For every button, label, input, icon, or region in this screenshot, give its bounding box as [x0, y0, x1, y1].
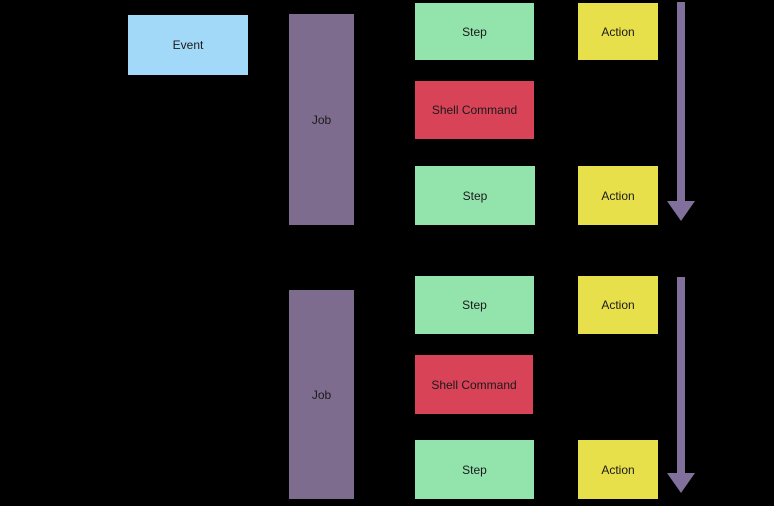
- shell-command-node-1: Shell Command: [415, 81, 534, 139]
- action-node-1-1: Action: [578, 3, 658, 60]
- shell-command-node-2: Shell Command: [415, 355, 533, 414]
- event-node: Event: [128, 15, 248, 75]
- job-node-1: Job: [289, 14, 354, 225]
- arrow-head: [667, 201, 695, 221]
- arrow-shaft: [677, 2, 685, 201]
- action-node-2-2: Action: [578, 440, 658, 499]
- step-node-1-2: Step: [415, 166, 535, 225]
- action-node-1-2: Action: [578, 166, 658, 225]
- job-node-2: Job: [289, 290, 354, 499]
- step-node-2-2: Step: [415, 440, 534, 499]
- step-node-1-1: Step: [415, 3, 534, 60]
- action-node-2-1: Action: [578, 276, 658, 334]
- arrow-shaft: [677, 277, 685, 473]
- arrow-head: [667, 473, 695, 493]
- step-node-2-1: Step: [415, 276, 534, 334]
